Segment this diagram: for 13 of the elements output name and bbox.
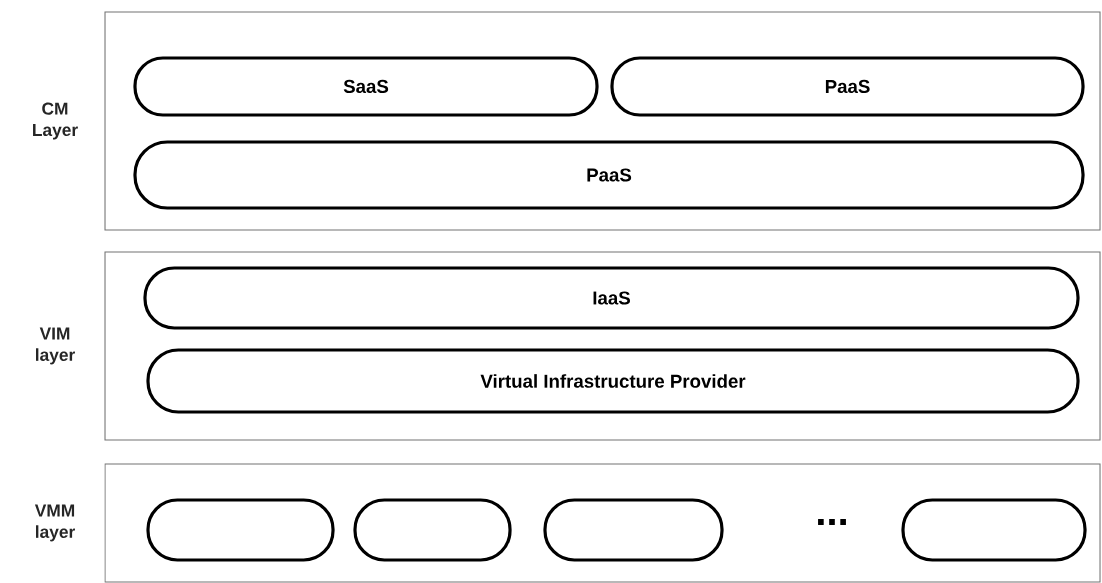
- ellipsis: ...: [818, 519, 846, 525]
- pill-box: [543, 498, 724, 562]
- pill-box: [146, 498, 335, 562]
- pill-box: [901, 498, 1087, 562]
- pill-box: SaaS: [133, 56, 599, 117]
- layer-label: VMM layer: [34, 504, 75, 542]
- pill-box: [353, 498, 512, 562]
- pill-box: PaaS: [133, 140, 1085, 210]
- layer-label: CM Layer: [33, 102, 78, 140]
- layer-label: VIM layer: [36, 327, 75, 365]
- pill-box: Virtual Infrastructure Provider: [146, 348, 1080, 414]
- pill-box: IaaS: [143, 266, 1080, 330]
- pill-box: PaaS: [610, 56, 1085, 117]
